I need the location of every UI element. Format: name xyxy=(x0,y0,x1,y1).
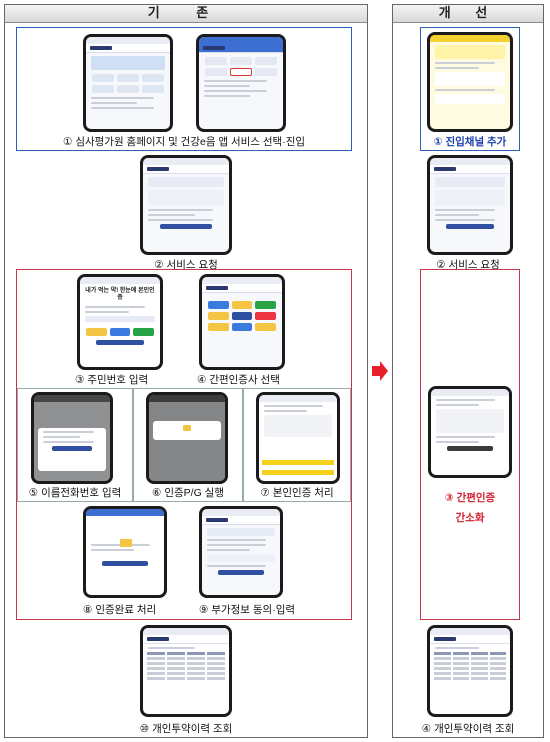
phone-service-request xyxy=(140,155,232,255)
improved-step-3-caption-line2: 간소화 xyxy=(455,512,485,524)
step-8-caption: ⑧ 인증완료 처리 xyxy=(83,604,157,616)
phone-resident-number: 내가 먹는 약! 한눈에 본인인증 xyxy=(77,274,163,370)
improved-step-3-caption-line1: ③ 간편인증 xyxy=(444,492,496,504)
step-6-caption: ⑥ 인증P/G 실행 xyxy=(152,487,224,499)
step-7-cell: ⑦ 본인인증 처리 xyxy=(243,388,351,502)
existing-column-header: 기 존 xyxy=(5,5,367,23)
step-1-box: ① 심사평가원 홈페이지 및 건강e음 앱 서비스 선택·진입 xyxy=(16,27,352,151)
improved-step-1-box: ① 진입채널 추가 xyxy=(420,27,520,151)
phone-health-e-app xyxy=(196,34,286,132)
improved-column-header: 개 선 xyxy=(393,5,543,23)
improved-step-4-caption: ④ 개인투약이력 조회 xyxy=(421,723,515,735)
step-7-caption: ⑦ 본인인증 처리 xyxy=(260,487,334,499)
phone-improved-service-request xyxy=(427,155,513,255)
phone-improved-medication-history xyxy=(427,625,513,717)
phone-auth-provider-select xyxy=(199,274,285,370)
step-9-caption: ⑨ 부가정보 동의·입력 xyxy=(199,604,296,616)
steps-3-9-box: 내가 먹는 약! 한눈에 본인인증 ③ 주민번호 입력 ④ 간편인증사 선택 xyxy=(16,269,352,620)
phone-identity-verification xyxy=(256,392,340,484)
auth-hero-text: 내가 먹는 약! 한눈에 본인인증 xyxy=(85,288,155,302)
step-3-caption: ③ 주민번호 입력 xyxy=(75,374,149,386)
step-10-caption: ⑩ 개인투약이력 조회 xyxy=(139,723,233,735)
phone-auth-pg-run xyxy=(146,392,228,484)
step-4-caption: ④ 간편인증사 선택 xyxy=(197,374,280,386)
improved-step-1-caption: ① 진입채널 추가 xyxy=(433,136,507,148)
improved-step-2-caption: ② 서비스 요청 xyxy=(436,259,500,271)
phone-auth-complete xyxy=(83,506,167,598)
improved-step-3-box: ③ 간편인증 간소화 xyxy=(420,269,520,620)
existing-process-column: 기 존 ① 심사평가원 홈페이지 및 건강e음 앱 서비스 선택·진입 xyxy=(4,4,368,738)
phone-simplified-auth xyxy=(428,386,512,478)
phone-medication-history xyxy=(140,625,232,717)
phone-hira-homepage xyxy=(83,34,173,132)
phone-name-phone-input xyxy=(31,392,113,484)
phone-entry-channel xyxy=(427,32,513,132)
step-5-caption: ⑤ 이름전화번호 입력 xyxy=(28,487,122,499)
improved-process-column: 개 선 ① 진입채널 추가 ② 서비스 요청 xyxy=(392,4,544,738)
step-2-caption: ② 서비스 요청 xyxy=(154,259,218,271)
step-1-caption: ① 심사평가원 홈페이지 및 건강e음 앱 서비스 선택·진입 xyxy=(62,136,306,148)
step-6-cell: ⑥ 인증P/G 실행 xyxy=(133,388,243,502)
step-5-cell: ⑤ 이름전화번호 입력 xyxy=(17,388,133,502)
phone-additional-info xyxy=(199,506,283,598)
arrow-right-icon xyxy=(372,361,388,381)
